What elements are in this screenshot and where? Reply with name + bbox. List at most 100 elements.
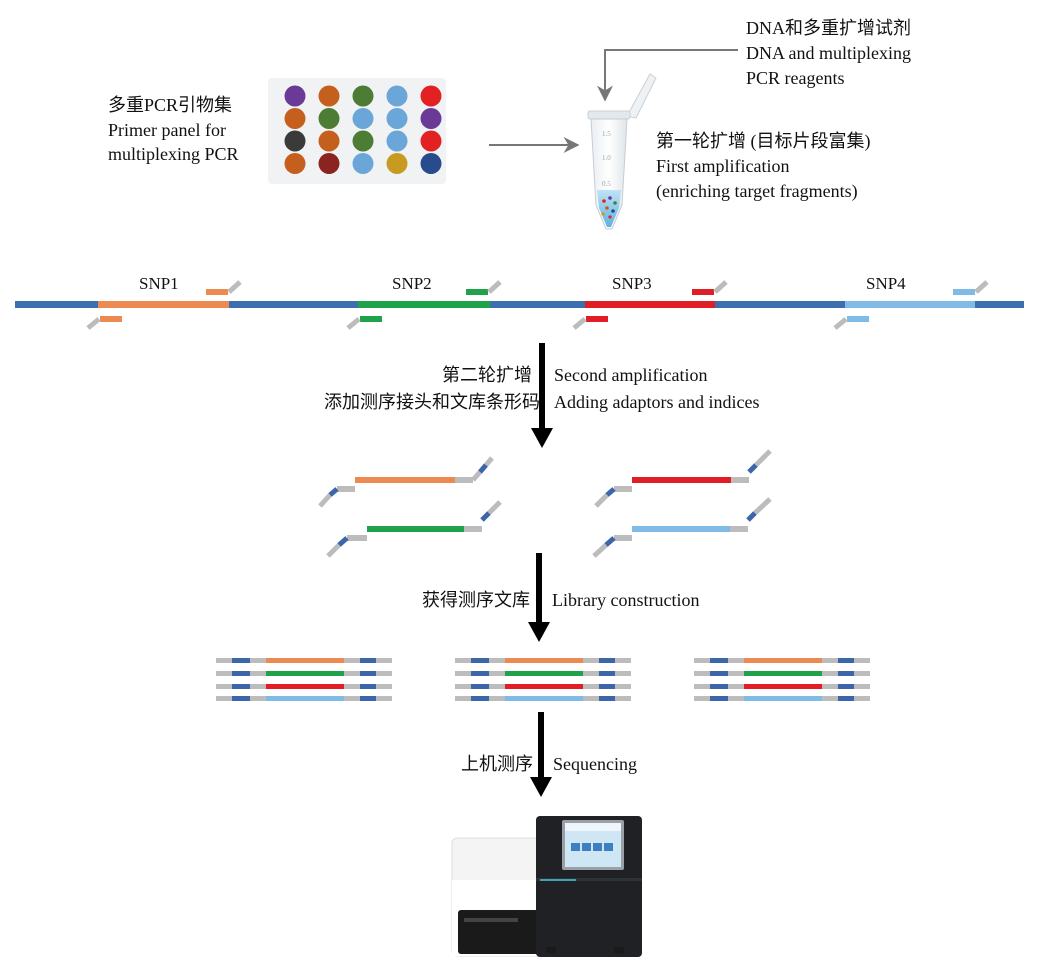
step3-arrow <box>528 553 550 642</box>
adaptor-segment <box>854 658 870 663</box>
adaptor-segment <box>615 684 631 689</box>
adaptor-segment <box>344 684 360 689</box>
pcr-tube-icon: 1.5 1.0 0.5 <box>587 73 657 230</box>
first-amp-line-2: First amplification <box>656 156 789 176</box>
adaptor-segment <box>583 671 599 676</box>
snp1-label: SNP1 <box>139 274 179 293</box>
index-segment <box>232 658 250 663</box>
adaptor-segment <box>376 658 392 663</box>
primer-well <box>386 85 408 107</box>
index-segment <box>838 684 854 689</box>
first-amp-line-1: 第一轮扩增 (目标片段富集) <box>656 131 871 152</box>
step3-cn: 获得测序文库 <box>422 590 530 610</box>
adaptor-segment <box>728 684 744 689</box>
index-segment <box>232 696 250 701</box>
insert-segment <box>266 671 344 676</box>
reagents-line-3: PCR reagents <box>746 68 845 88</box>
adaptor-segment <box>489 658 505 663</box>
adaptor-segment <box>216 696 232 701</box>
snp2-segment <box>358 301 490 308</box>
insert-segment <box>266 696 344 701</box>
index-segment <box>360 684 376 689</box>
library-group-1 <box>216 658 392 701</box>
adaptor-segment <box>216 658 232 663</box>
adaptor-segment <box>250 684 266 689</box>
index-segment <box>232 671 250 676</box>
index-segment <box>599 696 615 701</box>
step2-en-1: Second amplification <box>554 365 707 385</box>
primer-panel-label-cn: 多重PCR引物集 <box>108 95 232 115</box>
adaptor-segment <box>455 696 471 701</box>
adaptor-segment <box>728 696 744 701</box>
step4-cn: 上机测序 <box>461 754 533 774</box>
genome-backbone <box>15 301 1024 308</box>
index-segment <box>838 696 854 701</box>
index-segment <box>471 671 489 676</box>
adaptor-segment <box>694 684 710 689</box>
adaptor-segment <box>615 658 631 663</box>
index-segment <box>838 671 854 676</box>
snp4-segment <box>845 301 975 308</box>
reagents-line-2: DNA and multiplexing <box>746 43 911 63</box>
snp1-segment <box>98 301 229 308</box>
svg-text:1.5: 1.5 <box>602 130 611 138</box>
insert-segment <box>744 658 822 663</box>
adaptor-segment <box>376 696 392 701</box>
library-read <box>455 684 631 689</box>
library-read <box>694 671 870 676</box>
primer-well <box>352 153 374 174</box>
adaptor-segment <box>455 671 471 676</box>
primer-well <box>318 153 340 174</box>
primer-well <box>386 130 408 152</box>
library-read <box>216 671 392 676</box>
adaptor-segment <box>822 684 838 689</box>
primer-panel-label-en-2: multiplexing PCR <box>108 144 239 164</box>
snp1-forward-primer <box>206 280 242 295</box>
primer-well <box>284 85 306 107</box>
index-segment <box>710 696 728 701</box>
insert-segment <box>744 684 822 689</box>
index-segment <box>599 684 615 689</box>
index-segment <box>232 684 250 689</box>
adaptor-segment <box>694 671 710 676</box>
insert-segment <box>744 696 822 701</box>
snp1-reverse-primer <box>86 316 122 330</box>
snp3-label: SNP3 <box>612 274 652 293</box>
index-segment <box>710 671 728 676</box>
adaptor-segment <box>583 658 599 663</box>
library-read <box>216 696 392 701</box>
amplicon-orange-with-adaptors <box>318 456 494 508</box>
sequencer-icon <box>451 816 642 957</box>
adaptor-segment <box>854 684 870 689</box>
index-segment <box>360 671 376 676</box>
adaptor-segment <box>694 658 710 663</box>
insert-segment <box>505 684 583 689</box>
primer-well <box>420 108 442 129</box>
adaptor-segment <box>822 671 838 676</box>
library-read <box>455 696 631 701</box>
insert-segment <box>505 696 583 701</box>
primer-well <box>420 85 442 107</box>
index-segment <box>471 696 489 701</box>
adaptor-segment <box>376 684 392 689</box>
reagents-line-1: DNA和多重扩增试剂 <box>746 18 911 38</box>
adaptor-segment <box>822 696 838 701</box>
index-segment <box>710 684 728 689</box>
library-read <box>455 658 631 663</box>
snp2-label: SNP2 <box>392 274 432 293</box>
library-group-2 <box>455 658 631 701</box>
svg-text:1.0: 1.0 <box>602 154 611 162</box>
index-segment <box>360 696 376 701</box>
adaptor-segment <box>489 696 505 701</box>
adaptor-segment <box>344 671 360 676</box>
first-amp-line-3: (enriching target fragments) <box>656 181 858 202</box>
adaptor-segment <box>489 671 505 676</box>
primer-well <box>318 85 340 107</box>
primer-well <box>420 130 442 152</box>
snp2-forward-primer <box>466 280 502 295</box>
adaptor-segment <box>615 696 631 701</box>
adaptor-segment <box>344 658 360 663</box>
step3-en: Library construction <box>552 590 699 610</box>
svg-text:0.5: 0.5 <box>602 180 611 188</box>
